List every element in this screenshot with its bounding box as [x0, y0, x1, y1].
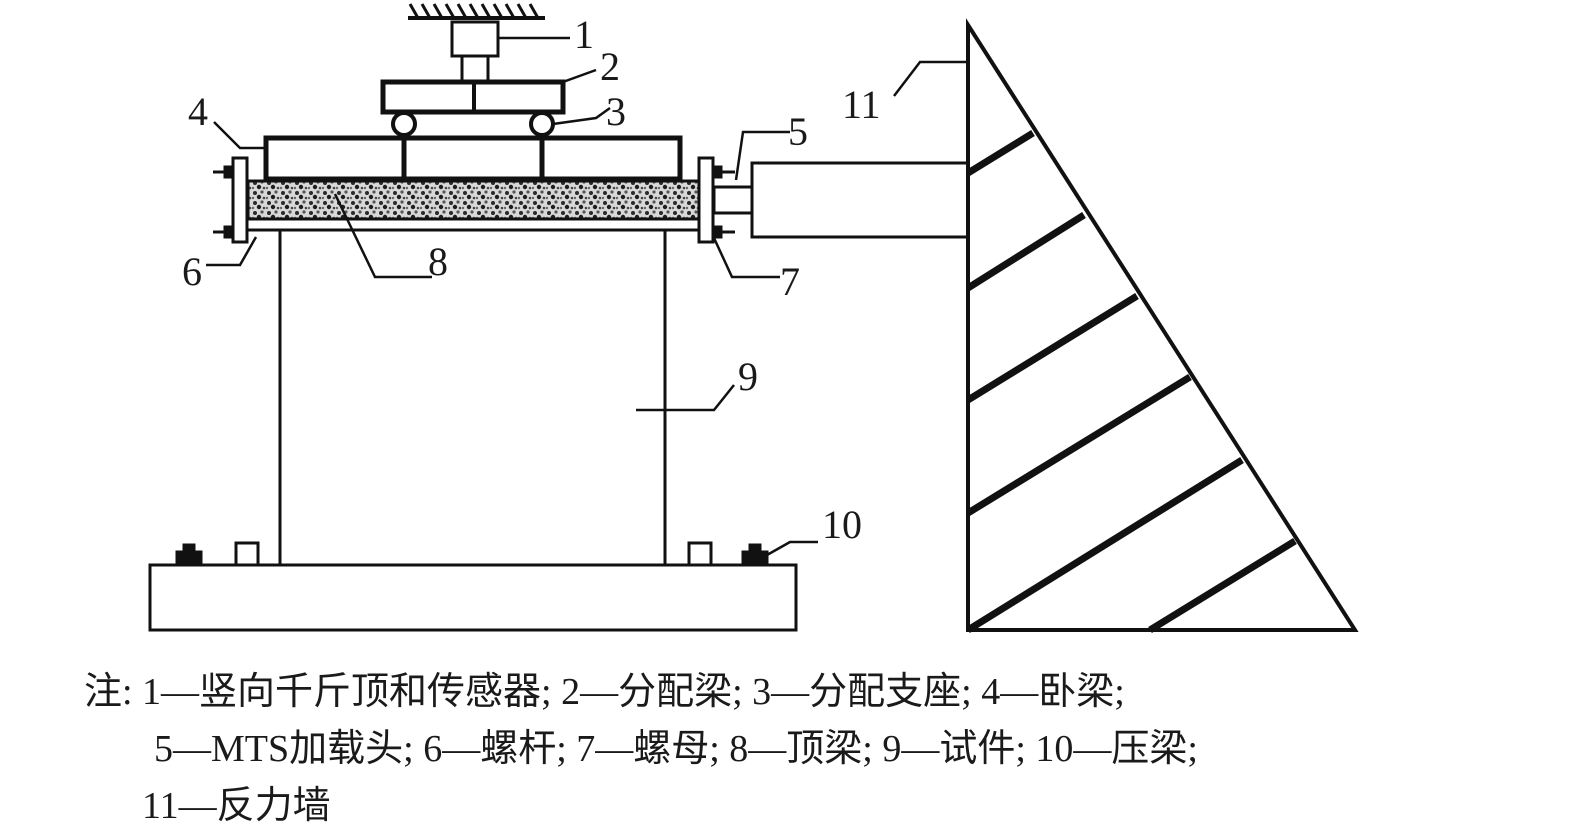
- note-line-3: 11—反力墙: [142, 785, 331, 827]
- label-3: 3: [606, 89, 626, 134]
- vertical-jack-and-sensor: [408, 3, 545, 84]
- label-8: 8: [428, 239, 448, 284]
- top-beam: [246, 179, 702, 221]
- label-7: 7: [780, 259, 800, 304]
- note-line-1: 注: 1—竖向千斤顶和传感器; 2—分配梁; 3—分配支座; 4—卧梁;: [84, 671, 1125, 713]
- label-11: 11: [842, 82, 881, 127]
- label-4: 4: [188, 89, 208, 134]
- reaction-wall: [966, 18, 1359, 633]
- distribution-supports: [391, 111, 555, 137]
- label-5: 5: [788, 109, 808, 154]
- label-10: 10: [822, 502, 862, 547]
- label-1: 1: [574, 12, 594, 57]
- base-and-pressing-beams: [148, 541, 798, 632]
- distribution-beam: [380, 79, 566, 115]
- leader-lines: [206, 36, 968, 557]
- horizontal-beam: [263, 135, 683, 182]
- label-2: 2: [600, 44, 620, 89]
- end-plates-bolts-nuts: [213, 156, 735, 244]
- label-6: 6: [182, 249, 202, 294]
- specimen: [278, 230, 667, 565]
- note-line-2: 5—MTS加载头; 6—螺杆; 7—螺母; 8—顶梁; 9—试件; 10—压梁;: [154, 728, 1198, 770]
- mts-loading-head: [712, 161, 970, 239]
- label-9: 9: [738, 354, 758, 399]
